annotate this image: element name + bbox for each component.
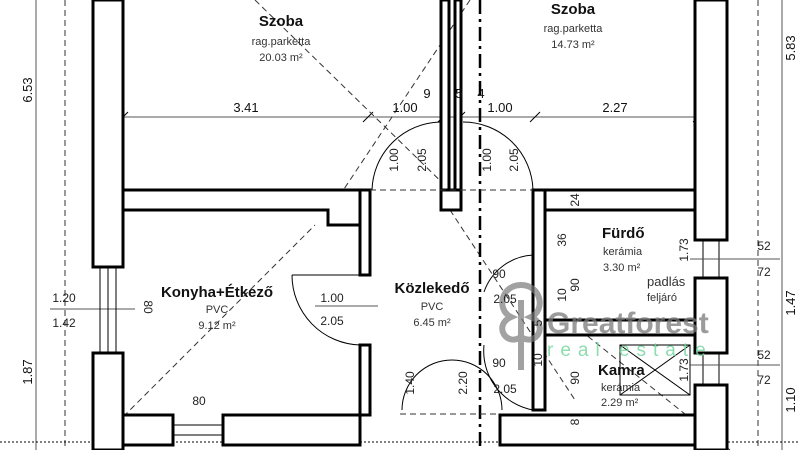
dim-label: 2.05 bbox=[493, 382, 517, 396]
room-name: Fürdő bbox=[602, 225, 645, 242]
dim-label: 72 bbox=[757, 265, 771, 279]
room-kozlekedo: Közlekedő PVC 6.45 m² bbox=[394, 280, 469, 329]
dim-label: 52 bbox=[757, 348, 771, 362]
dim-label: 1.00 bbox=[392, 100, 417, 115]
dim-label: 1.87 bbox=[20, 359, 35, 384]
dim-label: 9 bbox=[423, 86, 430, 101]
dim-label: 36 bbox=[555, 233, 569, 247]
dim-label: 72 bbox=[757, 373, 771, 387]
dim-label: 6.53 bbox=[20, 77, 35, 102]
room-floor: rag.parketta bbox=[544, 23, 604, 35]
room-floor: PVC bbox=[421, 301, 444, 313]
dim-label: 52 bbox=[757, 239, 771, 253]
room-name: Közlekedő bbox=[394, 280, 469, 297]
room-area: 6.45 m² bbox=[413, 317, 451, 329]
dim-label: 3.41 bbox=[233, 100, 258, 115]
tree-logo-icon bbox=[499, 281, 543, 370]
windows bbox=[99, 239, 720, 436]
room-area: 3.30 m² bbox=[603, 262, 641, 274]
room-furdo: Fürdő kerámia 3.30 m² bbox=[602, 225, 645, 274]
room-area: 14.73 m² bbox=[551, 39, 595, 51]
room-floor: PVC bbox=[206, 304, 229, 316]
room-floor: kerámia bbox=[601, 382, 641, 394]
dim-label: 2.05 bbox=[320, 314, 344, 328]
room-konyha: Konyha+Étkező PVC 9.12 m² bbox=[161, 284, 273, 332]
dim-label: 1.10 bbox=[783, 387, 798, 412]
room-kamra: Kamra kerámia 2.29 m² bbox=[598, 362, 645, 409]
room-floor: rag.parketta bbox=[252, 36, 312, 48]
room-area: 20.03 m² bbox=[259, 52, 303, 64]
dim-label: 5 bbox=[531, 319, 545, 326]
dim-label: 2.05 bbox=[493, 292, 517, 306]
room-name: Kamra bbox=[598, 362, 645, 379]
note-line: padlás bbox=[647, 274, 686, 289]
room-name: Konyha+Étkező bbox=[161, 284, 273, 301]
dim-label: 90 bbox=[492, 267, 506, 281]
dim-label: 5.83 bbox=[783, 35, 798, 60]
dim-label: 1.47 bbox=[783, 290, 798, 315]
dim-label: 2.05 bbox=[415, 148, 429, 172]
dim-label: 1.00 bbox=[387, 148, 401, 172]
dimension-labels: 6.53 1.87 5.83 1.47 1.10 3.41 1.00 9 5 4… bbox=[20, 35, 798, 425]
room-szoba-1: Szoba rag.parketta 20.03 m² bbox=[252, 13, 312, 64]
doors bbox=[291, 121, 534, 415]
attic-access-note: padlás feljáró bbox=[647, 274, 686, 304]
dim-label: 5 bbox=[455, 86, 462, 101]
dim-label: 1.00 bbox=[320, 291, 344, 305]
dim-label: 1.00 bbox=[480, 148, 494, 172]
dim-label: 10 bbox=[531, 353, 545, 367]
dim-label: 10 bbox=[555, 288, 569, 302]
dim-label: 1.40 bbox=[403, 371, 417, 395]
dim-label: 2.27 bbox=[602, 100, 627, 115]
room-floor: kerámia bbox=[603, 246, 643, 258]
room-name: Szoba bbox=[551, 1, 596, 18]
dim-label: 80 bbox=[141, 300, 155, 314]
watermark-brand: Greatforest bbox=[547, 307, 709, 340]
dim-label: 90 bbox=[568, 371, 582, 385]
dim-label: 2.20 bbox=[456, 371, 470, 395]
dim-label: 1.42 bbox=[52, 316, 76, 330]
dim-label: 24 bbox=[568, 193, 582, 207]
dim-label: 8 bbox=[568, 418, 582, 425]
dim-label: 4 bbox=[477, 86, 484, 101]
dim-label: 1.00 bbox=[487, 100, 512, 115]
room-szoba-2: Szoba rag.parketta 14.73 m² bbox=[544, 1, 604, 51]
dim-label: 1.73 bbox=[677, 238, 691, 262]
room-area: 2.29 m² bbox=[601, 397, 639, 409]
dim-label: 2.05 bbox=[507, 148, 521, 172]
dim-label: 90 bbox=[568, 278, 582, 292]
note-line: feljáró bbox=[647, 292, 677, 304]
dim-label: 1.73 bbox=[677, 358, 691, 382]
dim-label: 1.20 bbox=[52, 291, 76, 305]
room-name: Szoba bbox=[259, 13, 304, 30]
greatforest-watermark: Greatforest real estate bbox=[499, 281, 713, 370]
watermark-tagline: real estate bbox=[547, 340, 713, 361]
room-area: 9.12 m² bbox=[198, 320, 236, 332]
dim-label: 90 bbox=[492, 356, 506, 370]
dim-label: 80 bbox=[192, 394, 206, 408]
